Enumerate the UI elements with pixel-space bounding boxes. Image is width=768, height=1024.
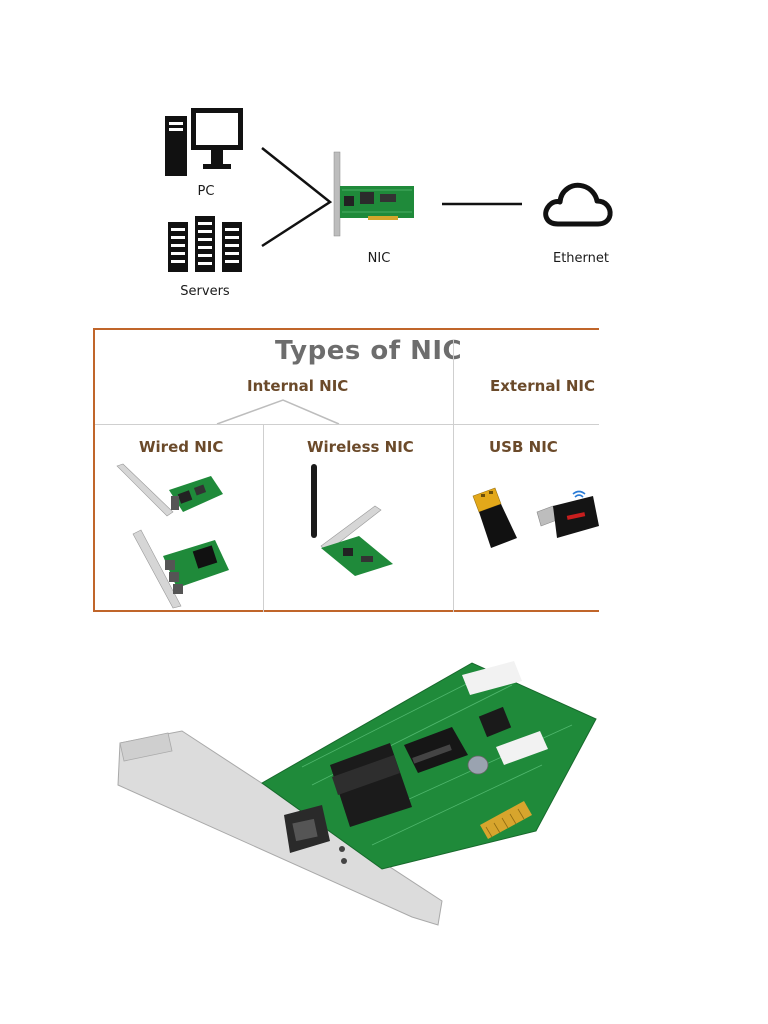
usb-nic-dongle-image-2 <box>536 490 599 538</box>
types-of-nic-panel: Types of NIC Internal NIC External NIC W… <box>93 328 599 612</box>
wireless-nic-heading: Wireless NIC <box>307 438 414 456</box>
pc-label: PC <box>197 184 215 199</box>
wired-nic-card-image-1 <box>116 463 223 517</box>
types-title: Types of NIC <box>275 336 463 366</box>
ethernet-link-line <box>442 202 522 206</box>
wired-nic-heading: Wired NIC <box>139 438 224 456</box>
usb-nic-heading: USB NIC <box>489 438 558 456</box>
connector-lines <box>261 147 333 248</box>
column-separator-1 <box>263 424 264 612</box>
servers-icon <box>168 216 242 272</box>
internal-nic-heading: Internal NIC <box>247 377 349 395</box>
pc-icon <box>165 108 243 176</box>
usb-nic-dongle-image-1 <box>472 487 517 548</box>
nic-card-image <box>333 151 414 237</box>
large-nic-card-image <box>117 661 597 926</box>
column-separator-2 <box>453 424 454 612</box>
servers-label: Servers <box>180 284 230 299</box>
external-nic-heading: External NIC <box>490 377 595 395</box>
cloud-icon <box>543 182 613 227</box>
ethernet-label: Ethernet <box>553 251 609 266</box>
header-rule <box>95 424 599 425</box>
wireless-nic-card-image <box>311 464 393 576</box>
wired-nic-card-image-2 <box>132 529 229 609</box>
internal-branch-lines <box>216 399 340 425</box>
nic-label: NIC <box>367 251 391 266</box>
header-separator <box>453 340 454 424</box>
